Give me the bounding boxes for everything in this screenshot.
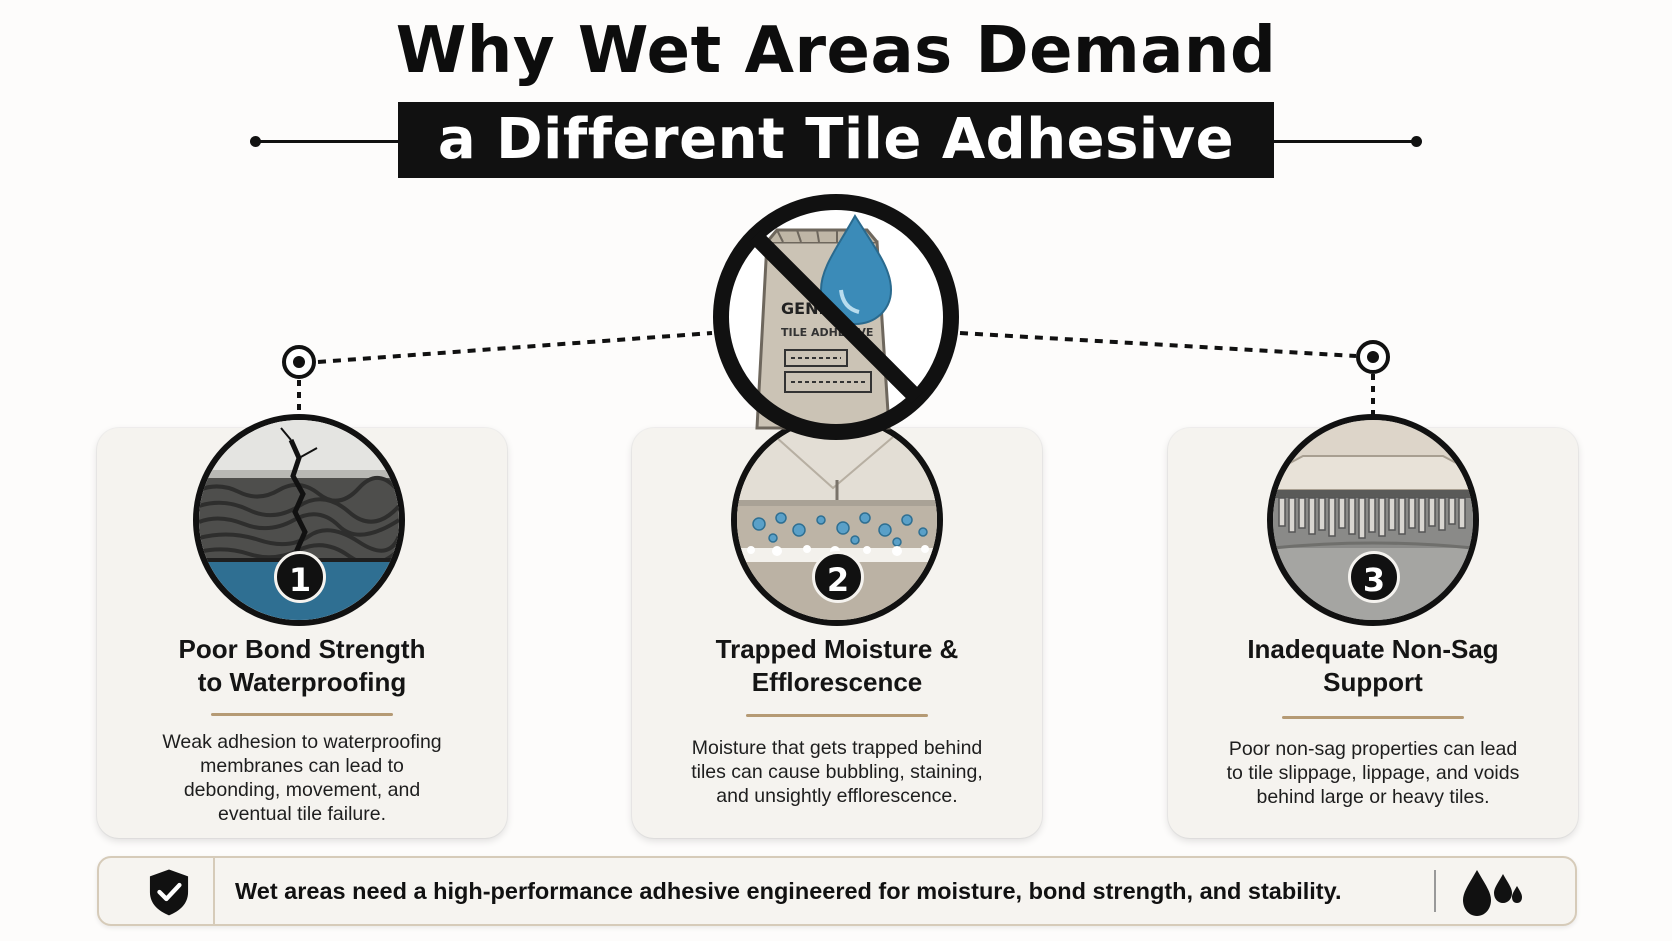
card-title-line: Inadequate Non-Sag	[1247, 634, 1499, 664]
card-title: Inadequate Non-Sag Support	[1168, 633, 1578, 699]
card-description: Poor non-sag properties can lead to tile…	[1198, 737, 1548, 809]
target-marker-left	[282, 345, 316, 379]
water-drop-icon	[819, 214, 893, 326]
footer-icon-box	[99, 858, 215, 924]
shield-check-icon	[149, 869, 189, 916]
card-description-line: membranes can lead to	[200, 755, 404, 777]
card-title-line: Efflorescence	[751, 667, 923, 697]
card-description-line: behind large or heavy tiles.	[1256, 786, 1490, 808]
no-generic-adhesive-icon: GENERIC TILE ADHESIVE	[713, 194, 959, 440]
card-description-line: to tile slippage, lippage, and voids	[1226, 762, 1520, 784]
card-title: Poor Bond Strength to Waterproofing	[97, 633, 507, 699]
card-description-line: eventual tile failure.	[217, 803, 387, 825]
card-number-badge: 2	[812, 551, 864, 603]
card-number-badge: 3	[1348, 551, 1400, 603]
subtitle-banner: a Different Tile Adhesive	[250, 102, 1422, 178]
card-description: Moisture that gets trapped behind tiles …	[662, 736, 1012, 808]
card-title-line: Support	[1323, 667, 1423, 697]
card-trapped-moisture: 2 Trapped Moisture & Efflorescence Moist…	[632, 414, 1042, 838]
title-dot-right	[1411, 136, 1422, 147]
card-divider	[746, 714, 928, 717]
card-title-line: to Waterproofing	[197, 667, 407, 697]
card-title-line: Trapped Moisture &	[715, 634, 959, 664]
water-drops-icon	[1463, 870, 1522, 916]
card-inadequate-non-sag: 3 Inadequate Non-Sag Support Poor non-sa…	[1168, 414, 1578, 838]
card-description-line: Moisture that gets trapped behind	[691, 737, 983, 759]
card-description-line: Poor non-sag properties can lead	[1228, 738, 1518, 760]
card-description-line: tiles can cause bubbling, staining,	[691, 761, 983, 783]
trapped-moisture-icon	[731, 414, 943, 626]
footer-banner: Wet areas need a high-performance adhesi…	[97, 856, 1577, 926]
card-number-badge: 1	[274, 551, 326, 603]
footer-divider	[1434, 870, 1436, 912]
card-divider	[211, 713, 393, 716]
card-divider	[1282, 716, 1464, 719]
title-rule-right	[1274, 140, 1418, 143]
sagging-tile-icon	[1267, 414, 1479, 626]
target-marker-right	[1356, 340, 1390, 374]
page-title: Why Wet Areas Demand	[395, 14, 1277, 88]
title-dot-left	[250, 136, 261, 147]
card-title: Trapped Moisture & Efflorescence	[632, 633, 1042, 699]
card-title-line: Poor Bond Strength	[178, 634, 426, 664]
footer-message: Wet areas need a high-performance adhesi…	[235, 878, 1342, 904]
page-subtitle: a Different Tile Adhesive	[398, 102, 1274, 178]
card-description-line: debonding, movement, and	[183, 779, 421, 801]
card-description: Weak adhesion to waterproofing membranes…	[127, 730, 477, 826]
title-rule-left	[254, 140, 398, 143]
card-poor-bond-strength: 1 Poor Bond Strength to Waterproofing We…	[97, 414, 507, 838]
card-description-line: and unsightly efflorescence.	[716, 785, 958, 807]
card-description-line: Weak adhesion to waterproofing	[162, 731, 442, 753]
